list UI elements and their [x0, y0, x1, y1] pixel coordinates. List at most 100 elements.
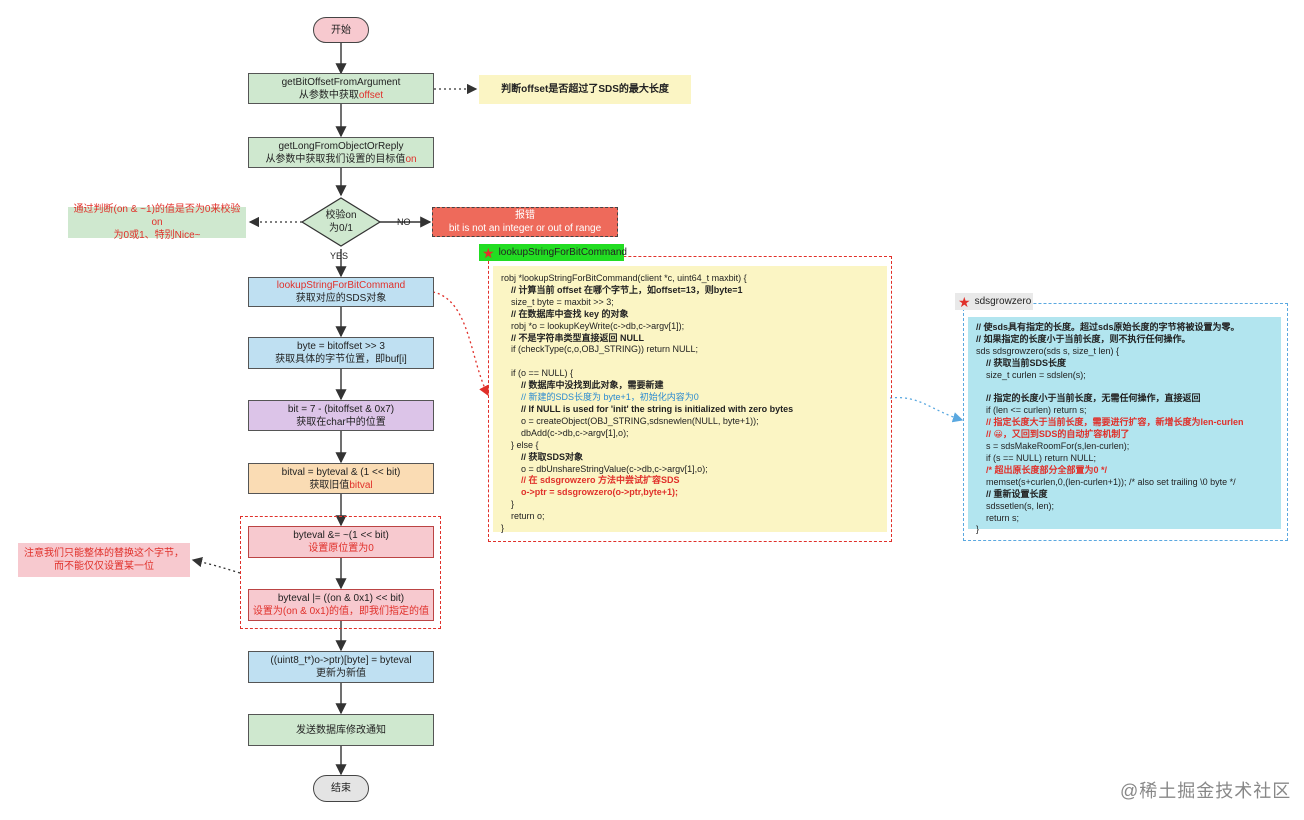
code-line [501, 356, 887, 368]
grow-code-block: // 使sds具有指定的长度。超过sds原始长度的字节将被设置为零。// 如果指… [968, 317, 1281, 534]
note-on-check: 通过判断(on & ~1)的值是否为0来校验on 为0或1、特别Nice~ [68, 204, 246, 241]
yes-label: YES [330, 251, 349, 261]
decision-line1: 校验on [325, 210, 357, 221]
step-set-bit: byteval |= ((on & 0x1) << bit) 设置为(on & … [248, 589, 434, 621]
code-line: // 如果指定的长度小于当前长度，则不执行任何操作。 [976, 333, 1191, 344]
step-bit-title: bit = 7 - (bitoffset & 0x7) [287, 403, 395, 415]
code-line: s = sdsMakeRoomFor(s,len-curlen); [976, 441, 1130, 452]
code-line: o->ptr = sdsgrowzero(o->ptr,byte+1); [501, 487, 679, 498]
start-terminal: 开始 [313, 17, 369, 43]
code-line: // 数据库中没找到此对象，需要新建 [501, 380, 664, 391]
code-line: if (checkType(c,o,OBJ_STRING)) return NU… [501, 344, 699, 355]
grow-panel-frame [963, 303, 1288, 541]
lookup-code-block: robj *lookupStringForBitCommand(client *… [493, 266, 887, 535]
code-line: // 计算当前 offset 在哪个字节上，如offset=13，则byte=1 [501, 284, 743, 295]
note-byte-line1: 注意我们只能整体的替换这个字节， [24, 548, 184, 559]
decision-check-on: 校验on 为0/1 [311, 207, 371, 237]
step-write-byte: ((uint8_t*)o->ptr)[byte] = byteval 更新为新值 [248, 651, 434, 683]
step-write-desc: 更新为新值 [316, 668, 366, 679]
error-box: 报错 bit is not an integer or out of range [432, 207, 618, 237]
code-line: if (o == NULL) { [501, 368, 574, 379]
step-byte-calc: byte = bitoffset >> 3 获取具体的字节位置，即buf[i] [248, 337, 434, 369]
step-get-long-title: getLongFromObjectOrReply [278, 140, 404, 152]
code-line: } else { [501, 439, 539, 450]
step-get-bit-offset-desc: 从参数中获取offset [298, 89, 384, 101]
code-line: sds sdsgrowzero(sds s, size_t len) { [976, 345, 1120, 356]
bitval-highlight: bitval [349, 479, 373, 491]
code-line: size_t byte = maxbit >> 3; [501, 296, 614, 307]
code-line: // 获取SDS对象 [501, 451, 584, 462]
code-line: if (s == NULL) return NULL; [976, 452, 1097, 463]
note-offset-check: 判断offset是否超过了SDS的最大长度 [479, 75, 691, 104]
step-notify: 发送数据库修改通知 [248, 714, 434, 746]
note-on-line2: 为0或1、特别Nice~ [113, 230, 201, 241]
code-line: // 获取当前SDS长度 [976, 357, 1067, 368]
byte-replace-group [240, 516, 441, 629]
code-line: // 重新设置长度 [976, 488, 1048, 499]
error-title: 报错 [515, 210, 535, 221]
code-line: dbAdd(c->db,c->argv[1],o); [501, 427, 629, 438]
code-line: // If NULL is used for 'init' the string… [501, 403, 794, 414]
step-get-long: getLongFromObjectOrReply 从参数中获取我们设置的目标值o… [248, 137, 434, 168]
step-byte-desc: 获取具体的字节位置，即buf[i] [275, 354, 407, 365]
step-bitval-desc: 获取旧值bitval [309, 479, 373, 491]
lookup-panel-frame [488, 256, 892, 542]
error-message: bit is not an integer or out of range [448, 223, 602, 234]
code-line: /* 超出原长度部分全部置为0 */ [976, 464, 1108, 475]
end-label: 结束 [331, 783, 351, 794]
code-line: // 使sds具有指定的长度。超过sds原始长度的字节将被设置为零。 [976, 322, 1240, 332]
step-set-title: byteval |= ((on & 0x1) << bit) [277, 593, 405, 604]
step-clear-desc: 设置原位置为0 [308, 543, 374, 554]
note-byte-line2: 而不能仅仅设置某一位 [54, 561, 154, 572]
code-line: } [976, 524, 980, 535]
note-on-line1: 通过判断(on & ~1)的值是否为0来校验on [73, 204, 241, 228]
step-get-bit-offset: getBitOffsetFromArgument 从参数中获取offset [248, 73, 434, 104]
on-highlight: on [405, 153, 417, 165]
lookup-panel-tag: ★ lookupStringForBitCommand [479, 244, 627, 261]
code-line: robj *lookupStringForBitCommand(client *… [501, 273, 747, 283]
lookup-code-lines: robj *lookupStringForBitCommand(client *… [501, 273, 887, 535]
code-line: return s; [976, 512, 1020, 523]
arrow-group-note [191, 556, 241, 574]
code-line: size_t curlen = sdslen(s); [976, 369, 1086, 380]
step-clear-title: byteval &= ~(1 << bit) [293, 530, 389, 541]
code-line: // 指定的长度小于当前长度，无需任何操作，直接返回 [976, 393, 1201, 404]
code-line: // 在 sdsgrowzero 方法中尝试扩容SDS [501, 475, 680, 486]
lookup-tag-label: lookupStringForBitCommand [498, 247, 627, 258]
grow-tag-label: sdsgrowzero [974, 296, 1032, 307]
offset-highlight: offset [358, 89, 384, 101]
step-bit-calc: bit = 7 - (bitoffset & 0x7) 获取在char中的位置 [248, 400, 434, 431]
step-write-title: ((uint8_t*)o->ptr)[byte] = byteval [270, 655, 412, 666]
step-lookup-desc: 获取对应的SDS对象 [295, 293, 387, 304]
start-label: 开始 [331, 24, 351, 36]
code-line: o = createObject(OBJ_STRING,sdsnewlen(NU… [501, 415, 759, 426]
step-notify-label: 发送数据库修改通知 [296, 724, 386, 736]
code-line: // 😀，又回到SDS的自动扩容机制了 [976, 429, 1130, 440]
arrow-lookup-grow-panel [889, 396, 964, 423]
code-line: if (len <= curlen) return s; [976, 405, 1087, 416]
step-bit-desc: 获取在char中的位置 [296, 416, 386, 428]
code-line: robj *o = lookupKeyWrite(c->db,c->argv[1… [501, 320, 685, 331]
star-icon: ★ [958, 293, 971, 310]
step-byte-title: byte = bitoffset >> 3 [297, 341, 385, 352]
step-set-desc: 设置为(on & 0x1)的值，即我们指定的值 [252, 606, 430, 617]
grow-code-lines: // 使sds具有指定的长度。超过sds原始长度的字节将被设置为零。// 如果指… [976, 322, 1281, 536]
decision-line2: 为0/1 [329, 223, 353, 234]
code-line: // 不是字符串类型直接返回 NULL [501, 332, 644, 343]
end-terminal: 结束 [313, 775, 369, 802]
code-line: memset(s+curlen,0,(len-curlen+1)); /* al… [976, 476, 1236, 487]
code-line: return o; [501, 511, 545, 522]
note-byte-replace: 注意我们只能整体的替换这个字节， 而不能仅仅设置某一位 [18, 543, 190, 577]
code-line: } [501, 523, 505, 534]
grow-panel-tag: ★ sdsgrowzero [955, 293, 1033, 310]
step-lookup-title: lookupStringForBitCommand [276, 280, 406, 291]
step-lookup-string: lookupStringForBitCommand 获取对应的SDS对象 [248, 277, 434, 307]
code-line: // 在数据库中查找 key 的对象 [501, 308, 629, 319]
watermark: @稀土掘金技术社区 [1120, 781, 1292, 801]
step-clear-bit: byteval &= ~(1 << bit) 设置原位置为0 [248, 526, 434, 558]
code-line: } [501, 499, 515, 510]
code-line: sdssetlen(s, len); [976, 500, 1055, 511]
step-bitval: bitval = byteval & (1 << bit) 获取旧值bitval [248, 463, 434, 494]
step-get-bit-offset-title: getBitOffsetFromArgument [281, 76, 401, 88]
arrow-step3-lookup-panel [432, 291, 489, 397]
